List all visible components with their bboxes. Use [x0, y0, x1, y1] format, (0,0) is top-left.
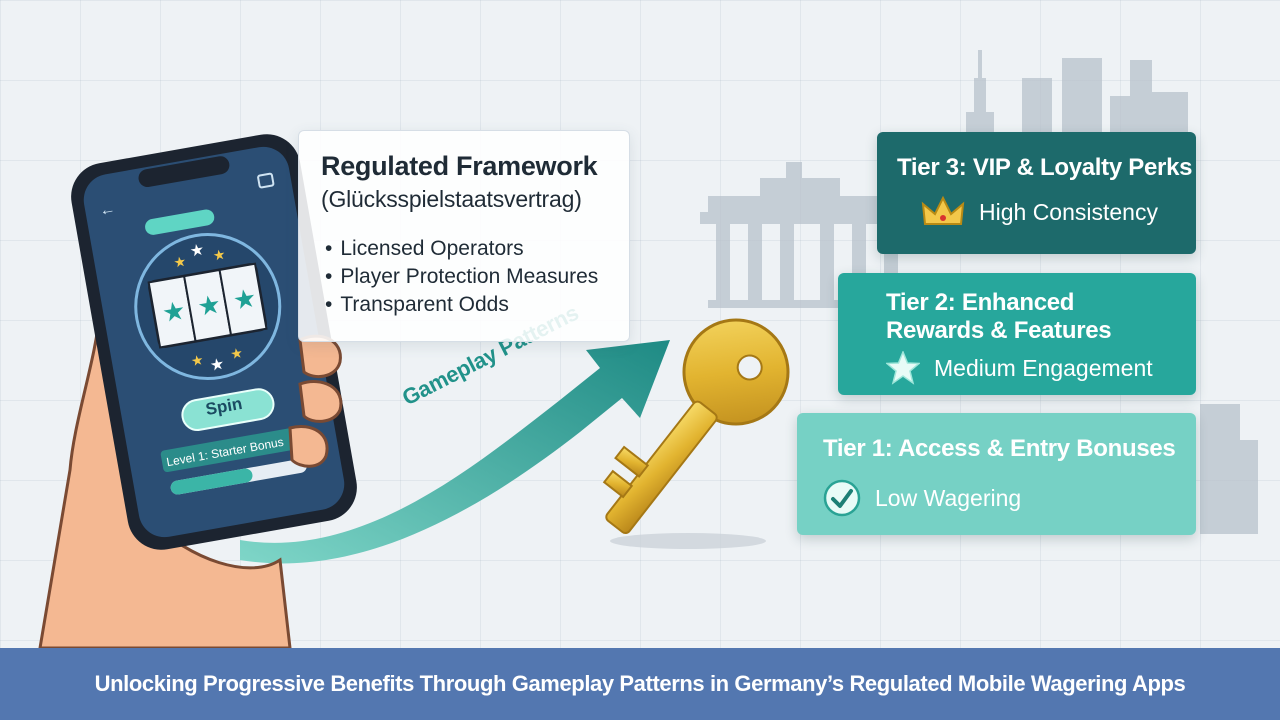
svg-text:★: ★: [212, 246, 227, 264]
footer-caption: Unlocking Progressive Benefits Through G…: [94, 671, 1186, 696]
key-icon: [602, 318, 790, 549]
tier-3-card: Tier 3: VIP & Loyalty Perks High Consist…: [877, 132, 1196, 254]
tier-2-card: Tier 2: Enhanced Rewards & Features Medi…: [838, 273, 1196, 395]
svg-text:★: ★: [209, 356, 226, 375]
list-item: Player Protection Measures: [325, 263, 629, 291]
crown-icon: [921, 196, 965, 225]
svg-text:★: ★: [189, 241, 206, 260]
svg-text:★: ★: [190, 351, 205, 369]
city-skyline-backdrop: [700, 50, 1258, 534]
check-circle-icon: [823, 479, 861, 517]
list-item: Transparent Odds: [325, 291, 629, 319]
svg-text:★: ★: [229, 344, 244, 362]
star-icon: [886, 351, 920, 385]
tier-1-card: Tier 1: Access & Entry Bonuses Low Wager…: [797, 413, 1196, 535]
tier-1-title: Tier 1: Access & Entry Bonuses: [823, 435, 1176, 462]
spin-button-label: Spin: [204, 393, 244, 420]
footer-banner: Unlocking Progressive Benefits Through G…: [0, 648, 1280, 720]
svg-text:★: ★: [231, 282, 259, 316]
tier-2-title-line1: Tier 2: Enhanced: [886, 289, 1075, 316]
svg-text:★: ★: [172, 253, 187, 271]
svg-text:★: ★: [195, 288, 223, 322]
tier-3-benefit: High Consistency: [979, 198, 1158, 225]
progress-arrow: [240, 340, 670, 564]
tier-2-benefit: Medium Engagement: [934, 354, 1153, 381]
framework-card: Regulated Framework (Glücksspielstaatsve…: [298, 130, 630, 342]
phone-illustration: ← ★ ★ ★ ★ ★ ★ ★ ★ ★: [38, 134, 357, 648]
framework-title: Regulated Framework: [321, 151, 598, 181]
framework-subtitle: (Glücksspielstaatsvertrag): [321, 186, 582, 212]
tier-3-title: Tier 3: VIP & Loyalty Perks: [897, 154, 1193, 181]
svg-text:←: ←: [98, 200, 117, 220]
svg-text:★: ★: [160, 295, 188, 329]
tier-1-benefit: Low Wagering: [875, 484, 1022, 511]
list-item: Licensed Operators: [325, 235, 629, 263]
framework-list: Licensed Operators Player Protection Mea…: [325, 235, 629, 319]
tier-2-title-line2: Rewards & Features: [886, 317, 1112, 344]
